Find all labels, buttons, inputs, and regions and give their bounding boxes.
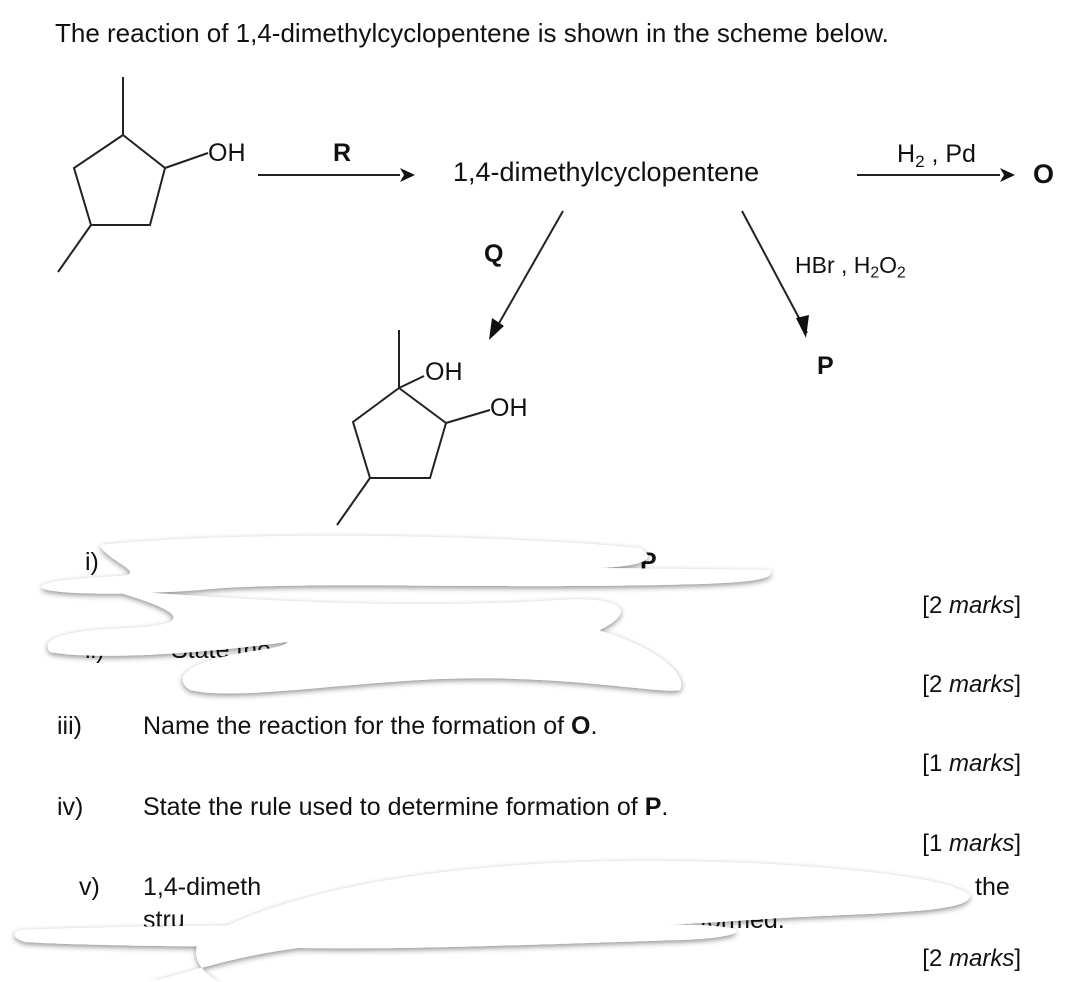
- marks-iv: [1 marks]: [922, 830, 1021, 857]
- starting-material-structure: [57, 77, 209, 273]
- marks-v: [2 marks]: [922, 945, 1021, 972]
- scribble-5: [14, 921, 737, 949]
- central-compound-label: 1,4-dimethylcyclopentene: [453, 157, 760, 187]
- question-v: v)1,4-dimeth: [79, 873, 262, 901]
- oh-label-diol-1: OH: [425, 358, 463, 386]
- marks-iii: [1 marks]: [922, 750, 1021, 777]
- question-iii: iii)Name the reaction for the formation …: [57, 712, 598, 740]
- product-o-label: O: [1033, 159, 1055, 189]
- question-v-line2-start: stru: [143, 906, 185, 934]
- reagent-r-label: R: [333, 139, 352, 167]
- hydrogenation-reagent: H2 , Pd: [897, 140, 976, 172]
- product-p-label: P: [817, 352, 834, 380]
- question-v-end-word: the: [975, 873, 1010, 901]
- question-v-line2-end: formed.: [700, 906, 785, 934]
- oh-label-start: OH: [208, 139, 246, 167]
- reagent-q-label: Q: [484, 240, 504, 268]
- arrow-q: [497, 210, 564, 326]
- scribble-4: [150, 860, 970, 982]
- question-i-trailing: P: [640, 548, 657, 576]
- hbr-reagent: HBr , H2O2: [795, 252, 906, 282]
- reaction-scheme: [57, 77, 1015, 526]
- arrow-hbr: [741, 210, 808, 334]
- marks-ii: [2 marks]: [922, 671, 1021, 698]
- diol-product-structure: [336, 330, 491, 526]
- page-title: The reaction of 1,4-dimethylcyclopentene…: [55, 18, 889, 48]
- question-ii: ii)State the: [85, 636, 272, 664]
- oh-label-diol-2: OH: [490, 394, 528, 422]
- question-iv: iv)State the rule used to determine form…: [57, 793, 669, 821]
- marks-i: [2 marks]: [922, 592, 1021, 619]
- question-i: i)Draw: [85, 548, 230, 576]
